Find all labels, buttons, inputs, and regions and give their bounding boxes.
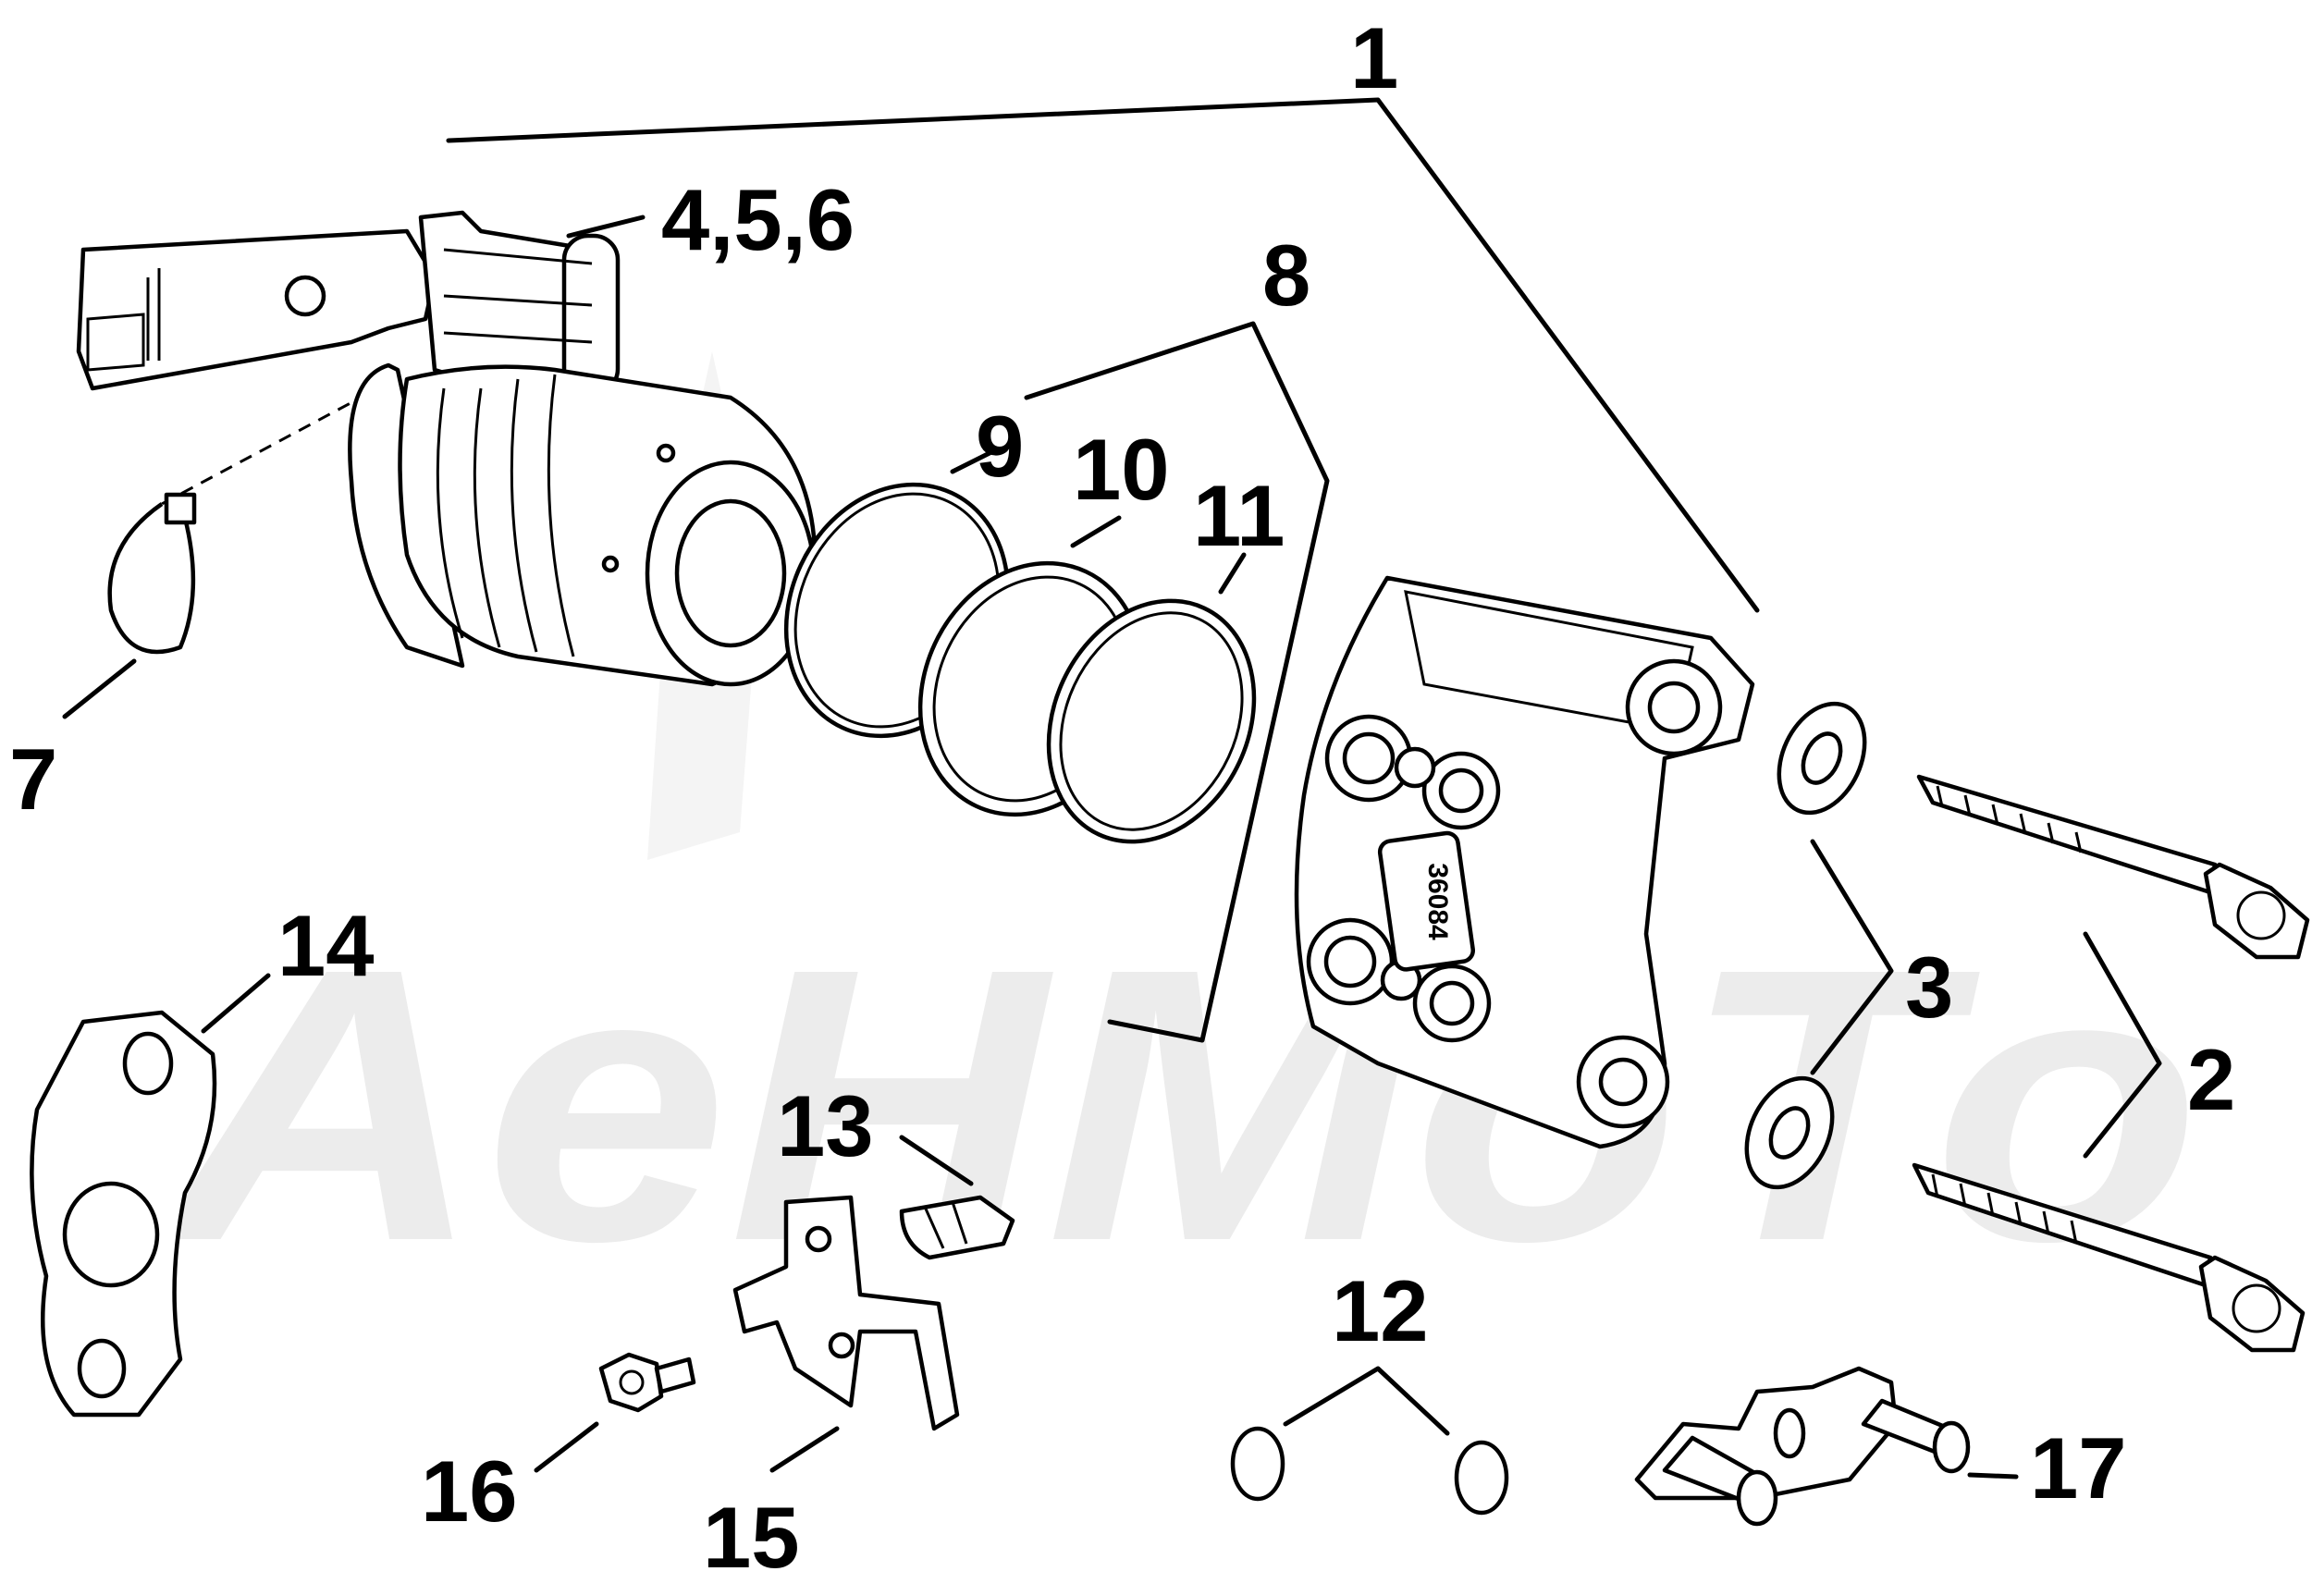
leader-456 — [566, 215, 646, 239]
callout-17: 17 — [2030, 1419, 2127, 1516]
callout-15: 15 — [703, 1489, 800, 1586]
callout-1: 1 — [1350, 9, 1398, 106]
callout-11: 11 — [1193, 467, 1285, 564]
bolt-lower — [1912, 1162, 2306, 1353]
leader-11 — [1218, 552, 1247, 595]
gasket-plate-part — [30, 1010, 217, 1418]
bracket-connector-part — [76, 210, 621, 410]
piston-cylinder-part — [348, 362, 817, 687]
small-bolt-part — [598, 1352, 696, 1413]
leader-12 — [1283, 1366, 1450, 1436]
leader-9 — [950, 450, 992, 474]
callouts: 1 4,5,6 8 9 10 11 7 3 2 14 13 12 16 15 1… — [9, 9, 2235, 1586]
watermark: AeHMoTo — [153, 351, 2201, 1322]
leader-13 — [899, 1135, 974, 1186]
o-rings-part — [1230, 1426, 1509, 1516]
leader-lines — [62, 97, 2162, 1479]
leader-3 — [1810, 839, 1894, 1075]
watermark-text: AeHMoTo — [153, 889, 2201, 1322]
leader-14 — [201, 973, 271, 1034]
clip-part — [899, 1195, 1015, 1260]
leader-15 — [769, 1426, 840, 1473]
callout-456: 4,5,6 — [661, 171, 855, 268]
callout-13: 13 — [777, 1077, 874, 1174]
caliper-body-part: 36084 — [1294, 575, 1755, 1149]
leader-10 — [1070, 515, 1122, 548]
leader-17 — [1967, 1472, 2019, 1479]
bolt-upper — [1916, 774, 2310, 960]
leader-7 — [62, 658, 137, 719]
washer-lower — [1744, 1075, 1835, 1190]
washer-upper — [1777, 701, 1867, 816]
clamp-part — [107, 492, 197, 655]
pin-bracket-part — [1634, 1366, 1971, 1527]
callout-12: 12 — [1332, 1262, 1429, 1359]
leader-1 — [446, 97, 1760, 613]
callout-2: 2 — [2187, 1031, 2235, 1128]
leader-2 — [2083, 931, 2162, 1159]
callout-8: 8 — [1262, 227, 1310, 324]
leader-16 — [534, 1421, 599, 1473]
callout-3: 3 — [1905, 939, 1953, 1036]
caliper-stamp: 36084 — [1422, 863, 1453, 940]
seal-ring-11 — [1046, 598, 1257, 844]
bracket-plate-part — [732, 1195, 960, 1431]
leader-8 — [1024, 321, 1330, 1043]
callout-10: 10 — [1073, 421, 1170, 518]
callout-14: 14 — [277, 897, 375, 994]
callout-16: 16 — [421, 1443, 518, 1540]
callout-7: 7 — [9, 730, 57, 828]
leader-7-dashed — [161, 396, 362, 506]
callout-9: 9 — [976, 398, 1024, 495]
